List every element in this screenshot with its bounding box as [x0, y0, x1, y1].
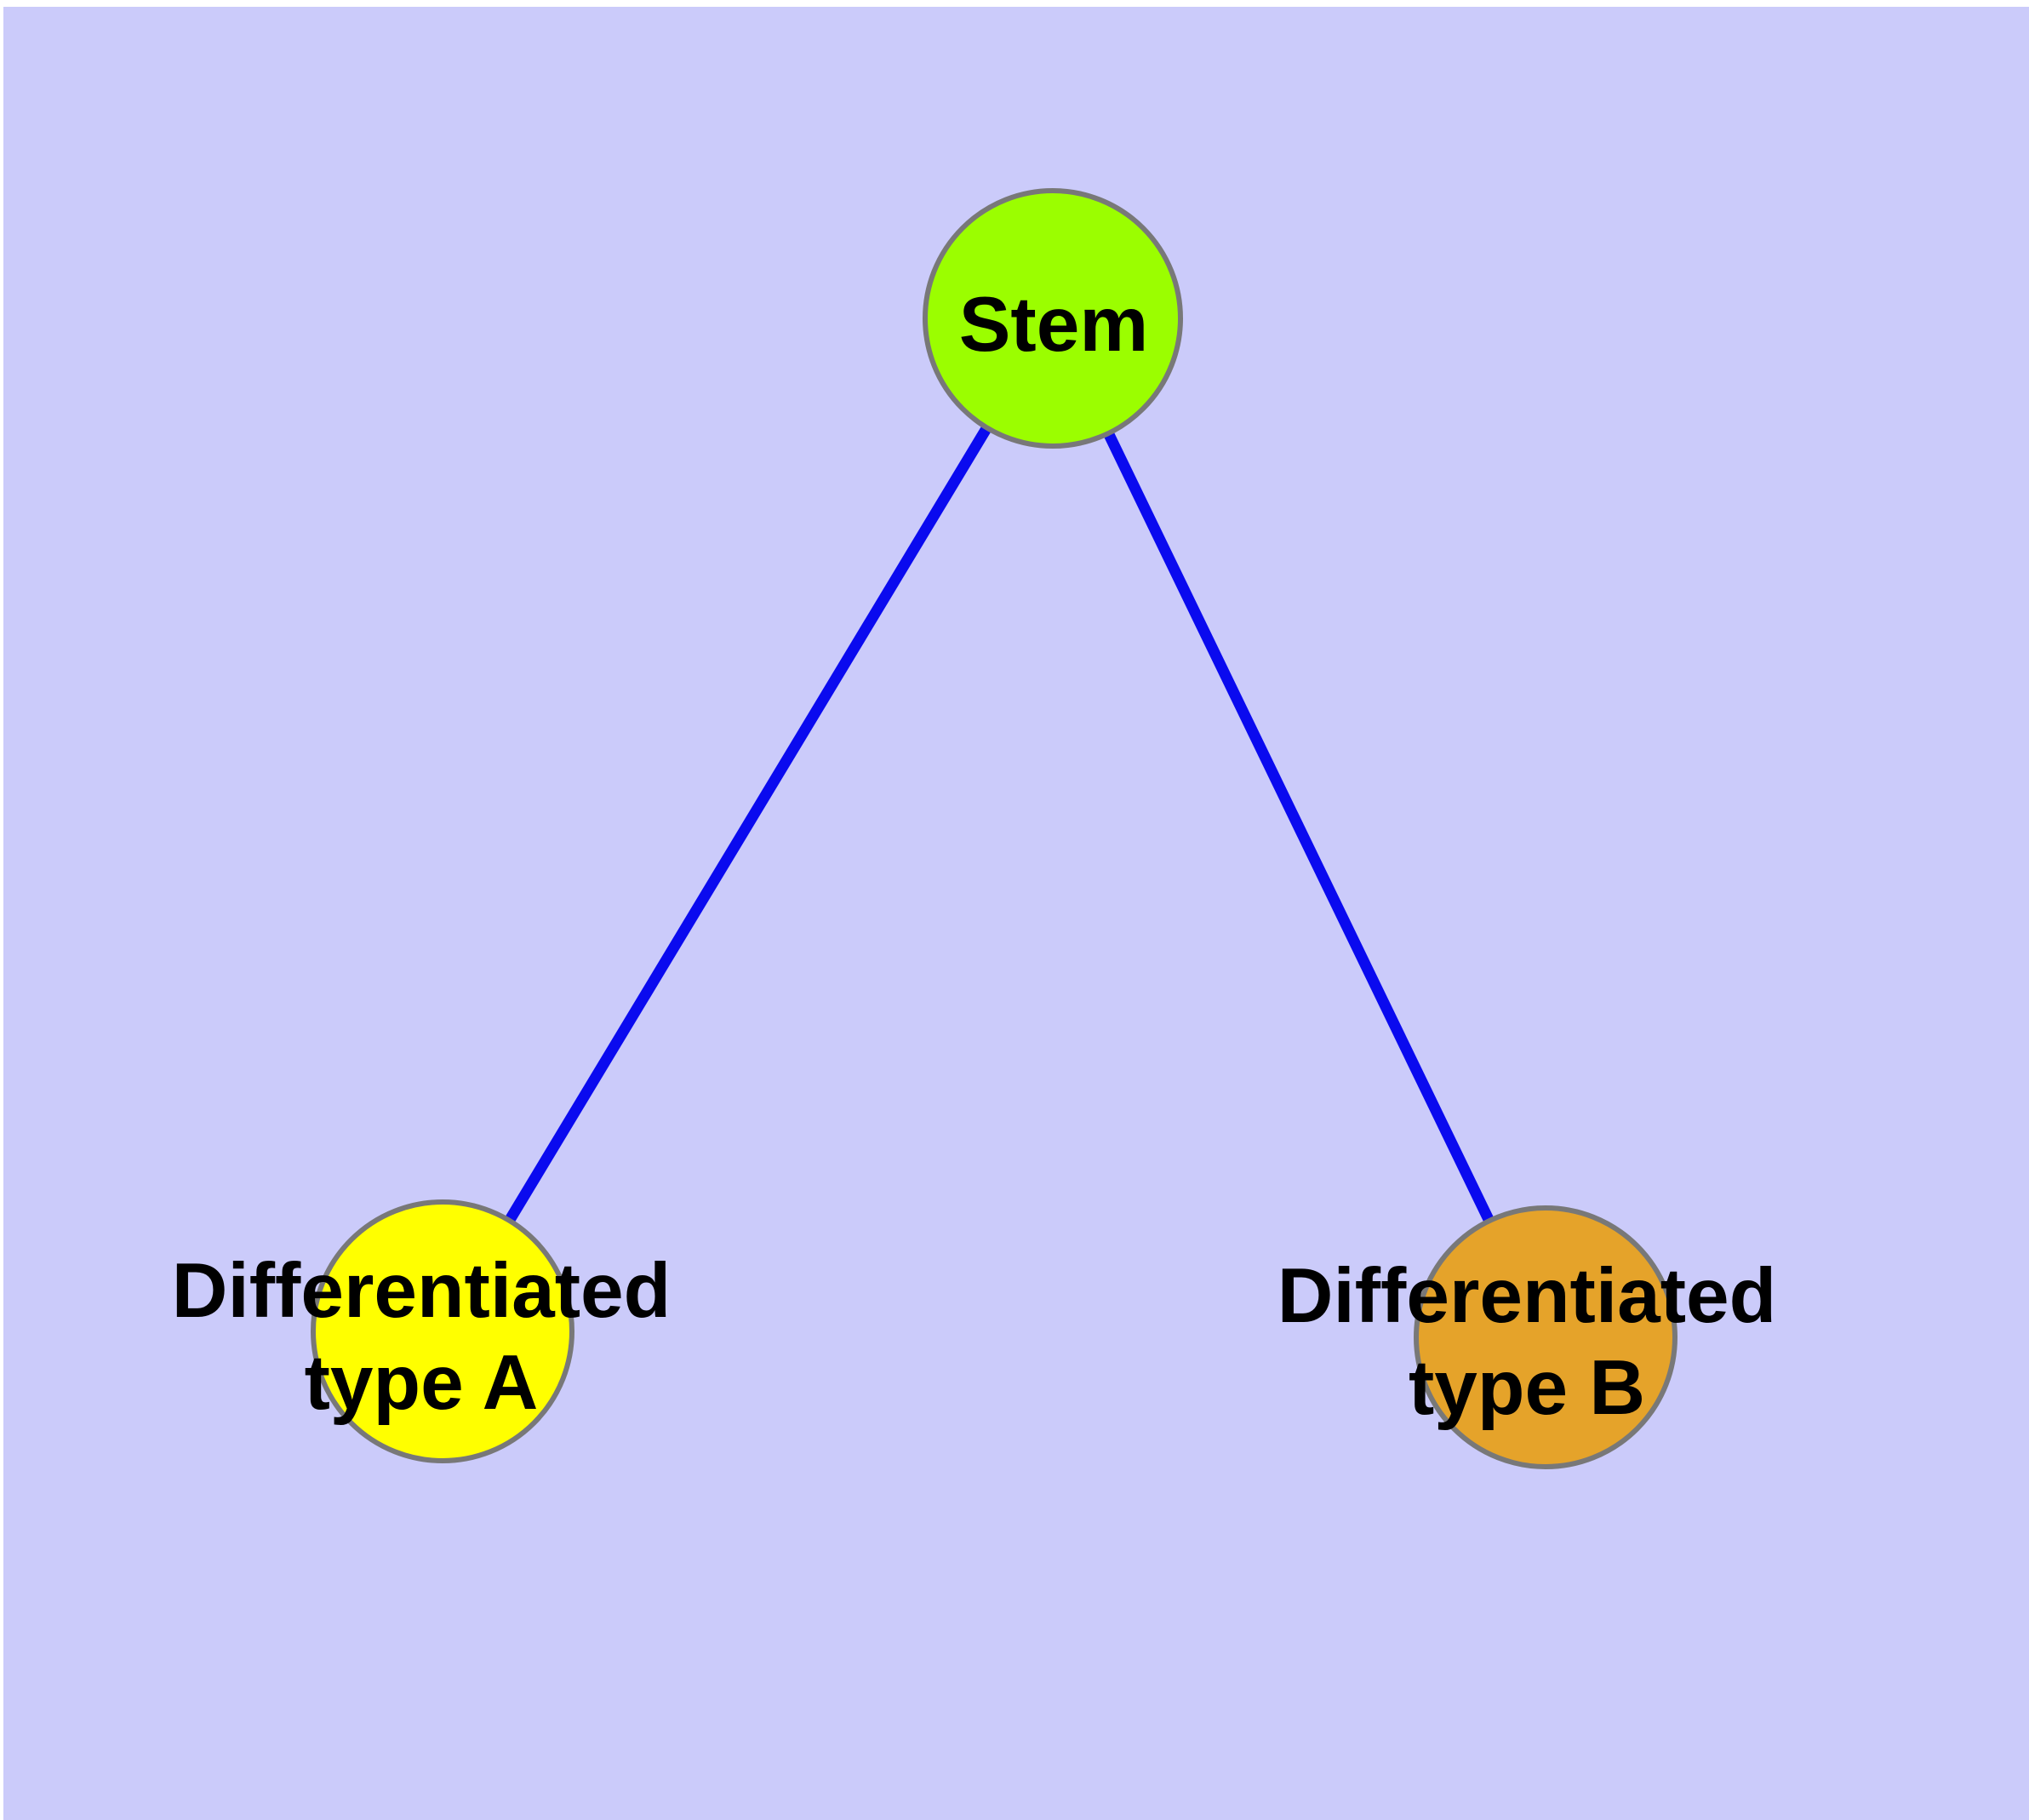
node-label-type-b-line1: Differentiated [1277, 1253, 1777, 1339]
node-group [311, 188, 1677, 1469]
node-differentiated-type-b [1414, 1205, 1677, 1469]
node-stem [923, 188, 1183, 449]
node-label-stem: Stem [959, 282, 1149, 368]
node-label-type-a-line1: Differentiated [172, 1248, 672, 1334]
node-label-type-a-line2: type A [305, 1340, 539, 1426]
node-label-type-b-line2: type B [1409, 1345, 1645, 1431]
edge-stem-to-type-a [437, 315, 1058, 1335]
edge-group [437, 315, 1551, 1340]
edge-stem-to-type-b [1048, 316, 1551, 1340]
node-differentiated-type-a [311, 1199, 574, 1463]
